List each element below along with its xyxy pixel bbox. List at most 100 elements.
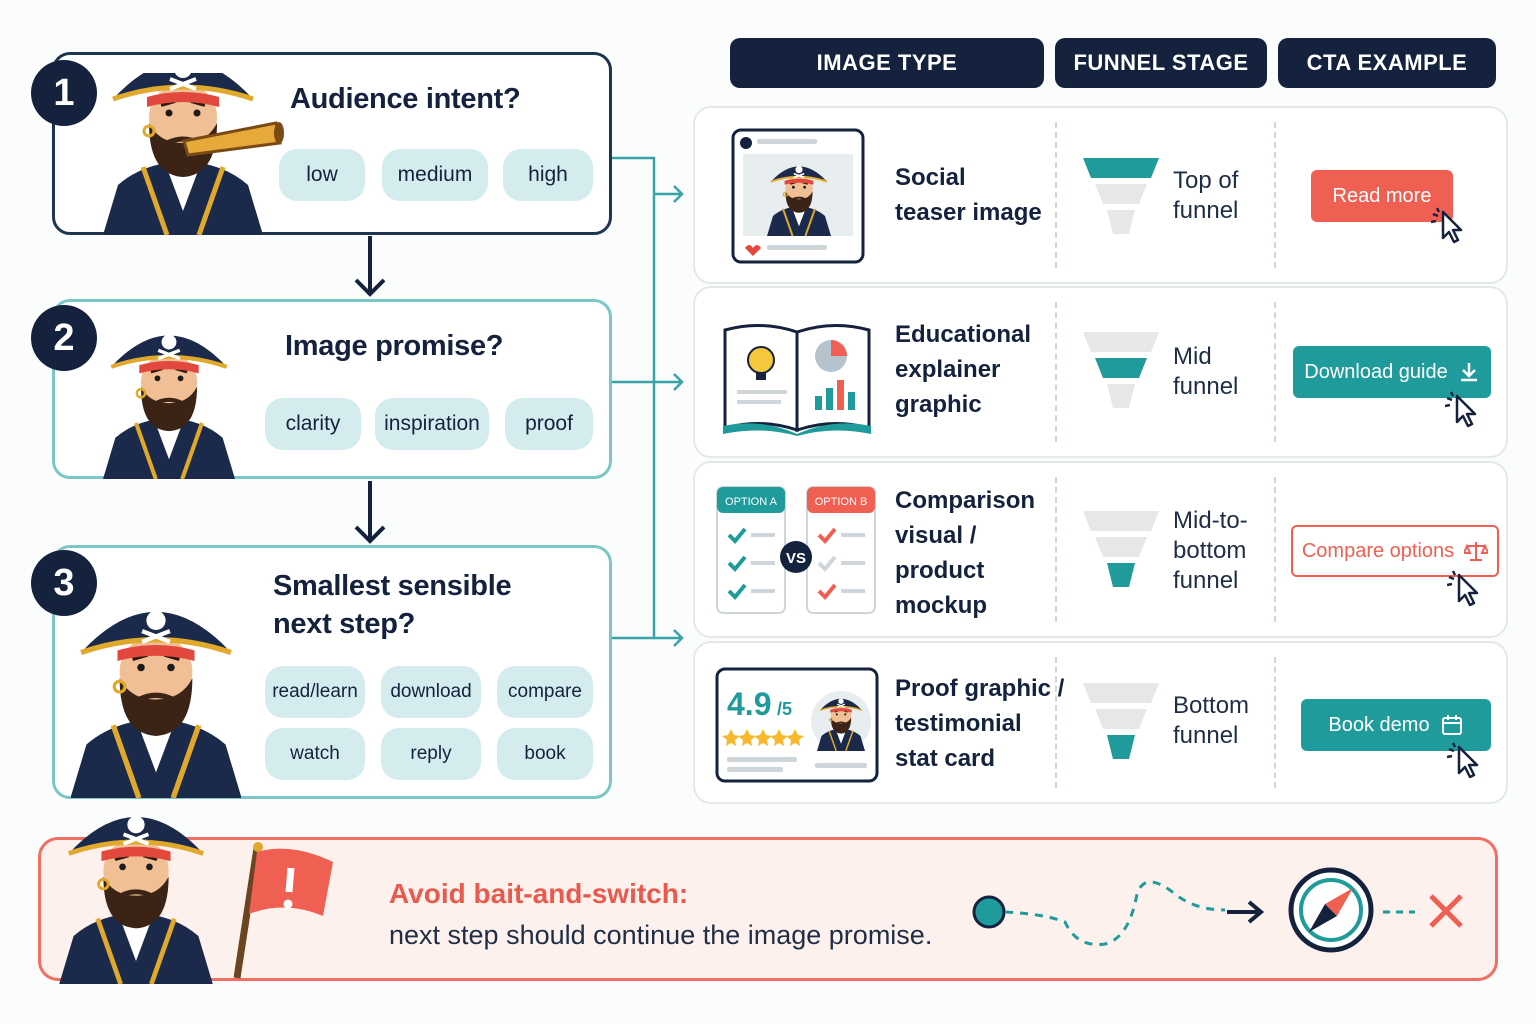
- row-3-funnel-stage: Mid-to- bottom funnel: [1173, 506, 1248, 596]
- flag-icon: [233, 842, 333, 979]
- cursor-icon: [1445, 390, 1485, 430]
- bar-chart-icon: [815, 380, 855, 410]
- step-1-badge: 1: [31, 60, 97, 126]
- read-more-label: Read more: [1332, 184, 1432, 207]
- row-3-image-type-line4: mockup: [895, 592, 988, 619]
- row-3-funnel-line3: funnel: [1173, 567, 1239, 594]
- row-3-image-type: Comparison visual / product mockup: [895, 483, 1035, 623]
- calendar-icon: [1441, 715, 1462, 735]
- funnel-icon: [1083, 158, 1159, 234]
- option-a-label: OPTION A: [725, 496, 778, 508]
- option-chip-reply[interactable]: reply: [381, 728, 481, 780]
- book-demo-button[interactable]: Book demo: [1301, 699, 1491, 751]
- down-arrow-icon: [354, 481, 386, 544]
- compass-icon: [1288, 867, 1374, 953]
- cursor-icon: [1447, 569, 1487, 609]
- download-guide-label: Download guide: [1304, 360, 1448, 383]
- row-proof-graphic: 4.9 /5 Proof graphic / testimonial stat …: [693, 641, 1508, 804]
- row-1-image-type-line2: teaser image: [895, 199, 1042, 226]
- x-mark-icon: [1429, 894, 1463, 928]
- warning-text: next step should continue the image prom…: [389, 920, 933, 950]
- pie-chart-icon: [815, 340, 847, 372]
- lightbulb-icon: [747, 346, 775, 380]
- path-diagram: [972, 867, 1463, 953]
- cursor-icon: [1431, 206, 1471, 246]
- option-chip-book[interactable]: book: [497, 728, 593, 780]
- funnel-icon: [1083, 683, 1159, 759]
- row-4-image-type-line2: testimonial: [895, 710, 1022, 737]
- row-comparison-visual: OPTION A OPTION B VS Comparison visual /…: [693, 461, 1508, 638]
- option-chip-inspiration[interactable]: inspiration: [375, 398, 489, 450]
- row-2-funnel-line2: funnel: [1173, 373, 1239, 400]
- compare-options-button[interactable]: Compare options: [1291, 525, 1499, 577]
- book-demo-label: Book demo: [1328, 713, 1430, 736]
- read-more-button[interactable]: Read more: [1311, 170, 1453, 222]
- stat-card-thumbnail: 4.9 /5: [715, 667, 879, 783]
- option-chip-watch[interactable]: watch: [265, 728, 365, 780]
- row-3-image-type-line3: product: [895, 557, 985, 584]
- rating-suffix: /5: [777, 699, 792, 719]
- row-4-image-type-line1: Proof graphic /: [895, 675, 1065, 702]
- scale-icon: [1464, 542, 1489, 561]
- download-guide-button[interactable]: Download guide: [1293, 346, 1491, 398]
- step-3-question-line1: Smallest sensible: [273, 570, 512, 602]
- step-3-question: Smallest sensible next step?: [273, 568, 512, 643]
- warning-title: Avoid bait-and-switch:: [389, 878, 689, 909]
- row-3-image-type-line2: visual /: [895, 522, 977, 549]
- step-audience-intent: Audience intent? low medium high: [52, 52, 612, 235]
- heart-icon: [745, 245, 761, 256]
- download-icon: [1460, 363, 1477, 382]
- option-chip-proof[interactable]: proof: [505, 398, 593, 450]
- connector-lines: [612, 156, 684, 647]
- row-4-image-type-line3: stat card: [895, 745, 996, 772]
- header-image-type: IMAGE TYPE: [730, 38, 1044, 88]
- comparison-thumbnail: OPTION A OPTION B VS: [716, 486, 876, 614]
- pirate-thinking-illustration: [89, 314, 249, 479]
- spyglass-icon: [182, 121, 284, 157]
- option-chip-medium[interactable]: medium: [382, 149, 488, 201]
- step-1-question: Audience intent?: [290, 83, 521, 115]
- option-chip-low[interactable]: low: [279, 149, 365, 201]
- row-2-image-type-line3: graphic: [895, 391, 982, 418]
- option-chip-compare[interactable]: compare: [497, 666, 593, 718]
- row-2-funnel-stage: Mid funnel: [1173, 342, 1238, 402]
- row-2-funnel-line1: Mid: [1173, 343, 1212, 370]
- down-arrow-icon: [354, 236, 386, 297]
- header-cta-example: CTA EXAMPLE: [1278, 38, 1496, 88]
- pirate-warning-illustration: [48, 792, 224, 984]
- step-next-step: Smallest sensible next step? read/learn …: [52, 545, 612, 799]
- option-chip-read-learn[interactable]: read/learn: [265, 666, 365, 718]
- header-funnel-stage: FUNNEL STAGE: [1055, 38, 1267, 88]
- row-3-funnel-line1: Mid-to-: [1173, 507, 1248, 534]
- step-image-promise: Image promise? clarity inspiration proof: [52, 299, 612, 479]
- row-1-image-type: Social teaser image: [895, 160, 1042, 230]
- row-4-funnel-line2: funnel: [1173, 722, 1239, 749]
- vs-label: VS: [786, 550, 806, 567]
- row-educational-explainer: Educational explainer graphic Mid funnel…: [693, 286, 1508, 458]
- option-chip-download[interactable]: download: [381, 666, 481, 718]
- rating-value: 4.9: [727, 686, 771, 722]
- row-4-funnel-stage: Bottom funnel: [1173, 691, 1249, 751]
- option-chip-clarity[interactable]: clarity: [265, 398, 361, 450]
- cursor-icon: [1447, 741, 1487, 781]
- funnel-icon: [1083, 332, 1159, 408]
- star-icon: [722, 729, 804, 746]
- bait-and-switch-warning: Avoid bait-and-switch: next step should …: [38, 837, 1498, 981]
- option-chip-high[interactable]: high: [503, 149, 593, 201]
- row-3-image-type-line1: Comparison: [895, 487, 1036, 514]
- step-2-question: Image promise?: [285, 330, 504, 362]
- social-post-thumbnail: [731, 128, 865, 264]
- row-4-funnel-line1: Bottom: [1173, 692, 1250, 719]
- row-social-teaser: Social teaser image Top of funnel Read m…: [693, 106, 1508, 284]
- compare-options-label: Compare options: [1301, 539, 1455, 562]
- row-2-image-type-line1: Educational: [895, 321, 1032, 348]
- step-3-badge: 3: [31, 550, 97, 616]
- option-b-label: OPTION B: [815, 496, 868, 508]
- open-book-thumbnail: [723, 323, 871, 436]
- row-4-image-type: Proof graphic / testimonial stat card: [895, 671, 1064, 776]
- funnel-icon: [1083, 511, 1159, 587]
- row-1-funnel-line1: Top of: [1173, 167, 1239, 194]
- row-1-image-type-line1: Social: [895, 164, 966, 191]
- row-2-image-type-line2: explainer: [895, 356, 1001, 383]
- pirate-pointing-illustration: [71, 584, 241, 798]
